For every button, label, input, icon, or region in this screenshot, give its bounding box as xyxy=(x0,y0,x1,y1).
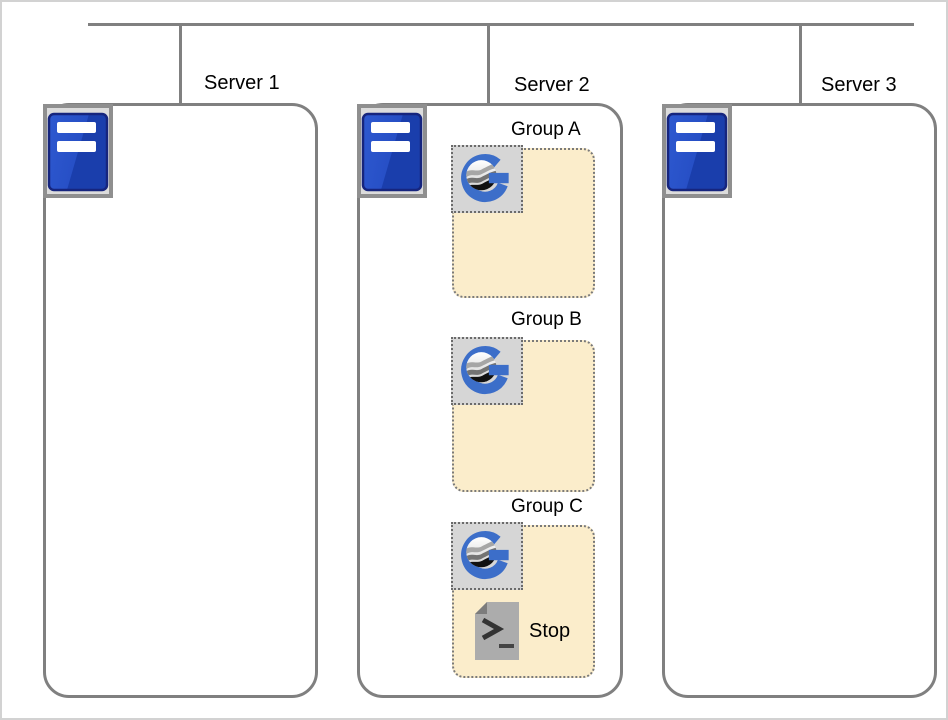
stop-script-label: Stop xyxy=(529,620,571,642)
server-tower-icon xyxy=(662,104,732,198)
server-2-label: Server 2 xyxy=(514,74,590,96)
globe-g-logo-icon xyxy=(451,522,523,590)
shell-script-icon xyxy=(473,600,521,662)
connector-server-2 xyxy=(487,24,490,104)
network-bus-line xyxy=(88,23,914,26)
connector-server-1 xyxy=(179,24,182,104)
globe-g-logo-glyph xyxy=(453,339,521,403)
connector-server-3 xyxy=(799,24,802,104)
server-1-box xyxy=(43,103,318,698)
server-tower-icon xyxy=(43,104,113,198)
server-tower-icon xyxy=(357,104,427,198)
server-3-label: Server 3 xyxy=(821,74,897,96)
group-c-label: Group C xyxy=(511,496,583,517)
group-b-label: Group B xyxy=(511,309,582,330)
server-1-label: Server 1 xyxy=(204,72,280,94)
globe-g-logo-glyph xyxy=(453,524,521,588)
group-a-label: Group A xyxy=(511,119,581,140)
globe-g-logo-icon xyxy=(451,145,523,213)
globe-g-logo-glyph xyxy=(453,147,521,211)
globe-g-logo-icon xyxy=(451,337,523,405)
server-3-box xyxy=(662,103,937,698)
